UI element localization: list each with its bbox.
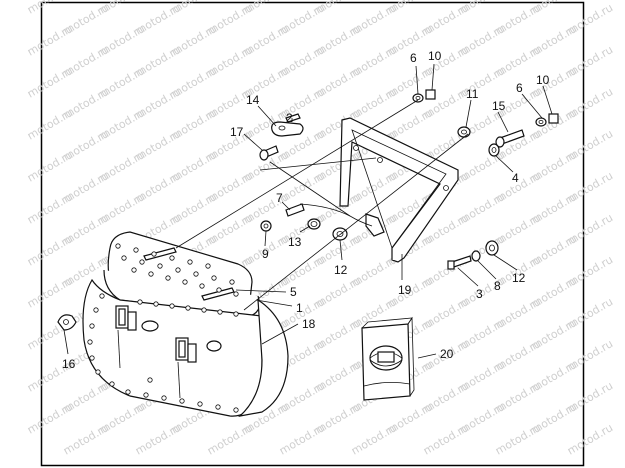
callout-20: 20 xyxy=(440,347,454,361)
stud-dot xyxy=(216,287,222,293)
callout-16: 16 xyxy=(62,357,76,371)
callout-11: 11 xyxy=(466,87,479,101)
bushing-4 xyxy=(488,143,500,157)
stud-dot xyxy=(131,267,137,273)
saddlebag-studs xyxy=(87,243,239,413)
callout-6-right: 6 xyxy=(516,81,523,95)
callout-14: 14 xyxy=(246,93,260,107)
leader-lines xyxy=(63,63,553,359)
stud-dot xyxy=(233,407,239,413)
stud-dot xyxy=(99,293,105,299)
stud-dot xyxy=(87,339,93,345)
stud-dot xyxy=(157,263,163,269)
bushing-9 xyxy=(260,220,272,232)
stud-dot xyxy=(125,389,131,395)
stud-dot xyxy=(143,392,149,398)
stud-dot xyxy=(139,259,145,265)
stud-dot xyxy=(233,311,239,317)
callout-4: 4 xyxy=(512,171,519,185)
nut-10-right xyxy=(548,113,559,124)
stud-7 xyxy=(285,203,305,217)
stud-dot xyxy=(89,355,95,361)
stud-dot xyxy=(182,279,188,285)
saddlebag-18 xyxy=(82,231,289,417)
stud-dot xyxy=(215,404,221,410)
callout-6-upper: 6 xyxy=(410,51,417,65)
callout-13: 13 xyxy=(288,235,302,249)
stud-dot xyxy=(211,275,217,281)
stud-dot xyxy=(148,271,154,277)
o-ring-13 xyxy=(307,218,321,230)
stud-dot xyxy=(193,271,199,277)
stud-dot xyxy=(121,255,127,261)
stud-dot xyxy=(217,309,223,315)
stud-dot xyxy=(151,251,157,257)
stud-dot xyxy=(169,255,175,261)
washer-6-right xyxy=(535,117,547,127)
stud-dot xyxy=(147,377,153,383)
screw-2 xyxy=(285,113,301,123)
clip-14 xyxy=(271,121,304,137)
callout-10-upper: 10 xyxy=(428,49,442,63)
callout-7: 7 xyxy=(276,191,283,205)
stud-dot xyxy=(199,283,205,289)
callout-12-right: 12 xyxy=(512,271,526,285)
stud-dot xyxy=(165,275,171,281)
callout-18: 18 xyxy=(302,317,316,331)
callout-12-center: 12 xyxy=(334,263,348,277)
callout-19: 19 xyxy=(398,283,412,297)
washer-6-upper xyxy=(412,93,424,103)
grommet-12-right xyxy=(485,240,499,256)
spacer-11 xyxy=(457,126,471,138)
stud-15 xyxy=(495,129,525,148)
stud-dot xyxy=(161,395,167,401)
clip-16 xyxy=(57,314,77,331)
stud-dot xyxy=(201,307,207,313)
stud-17 xyxy=(259,145,279,161)
stud-dot xyxy=(153,301,159,307)
stud-dot xyxy=(197,401,203,407)
stud-dot xyxy=(175,267,181,273)
stud-dot xyxy=(137,299,143,305)
callout-17: 17 xyxy=(230,125,244,139)
washer-8 xyxy=(471,250,481,262)
callout-labels: 6 10 11 15 10 6 4 12 8 3 2 14 17 7 9 13 … xyxy=(62,49,550,371)
saddlebag-bracket xyxy=(299,117,459,263)
stud-dot xyxy=(233,291,239,297)
stud-dot xyxy=(133,247,139,253)
callout-10-right: 10 xyxy=(536,73,550,87)
callout-15: 15 xyxy=(492,99,506,113)
stud-dot xyxy=(89,323,95,329)
nut-10-upper xyxy=(425,89,436,100)
stud-dot xyxy=(179,398,185,404)
stud-dot xyxy=(169,303,175,309)
stud-dot xyxy=(95,369,101,375)
callout-8: 8 xyxy=(494,279,501,293)
stud-dot xyxy=(115,243,121,249)
callout-1: 1 xyxy=(296,301,303,315)
stud-dot xyxy=(109,381,115,387)
callout-2: 2 xyxy=(286,111,293,125)
callout-9: 9 xyxy=(262,247,269,261)
callout-5: 5 xyxy=(290,285,297,299)
stud-dot xyxy=(185,305,191,311)
bolt-3 xyxy=(447,255,472,270)
stud-dot xyxy=(187,259,193,265)
stud-dot xyxy=(93,307,99,313)
stud-dot xyxy=(205,263,211,269)
callout-3: 3 xyxy=(476,287,483,301)
stud-dot xyxy=(229,279,235,285)
kit-package-20 xyxy=(361,316,415,401)
